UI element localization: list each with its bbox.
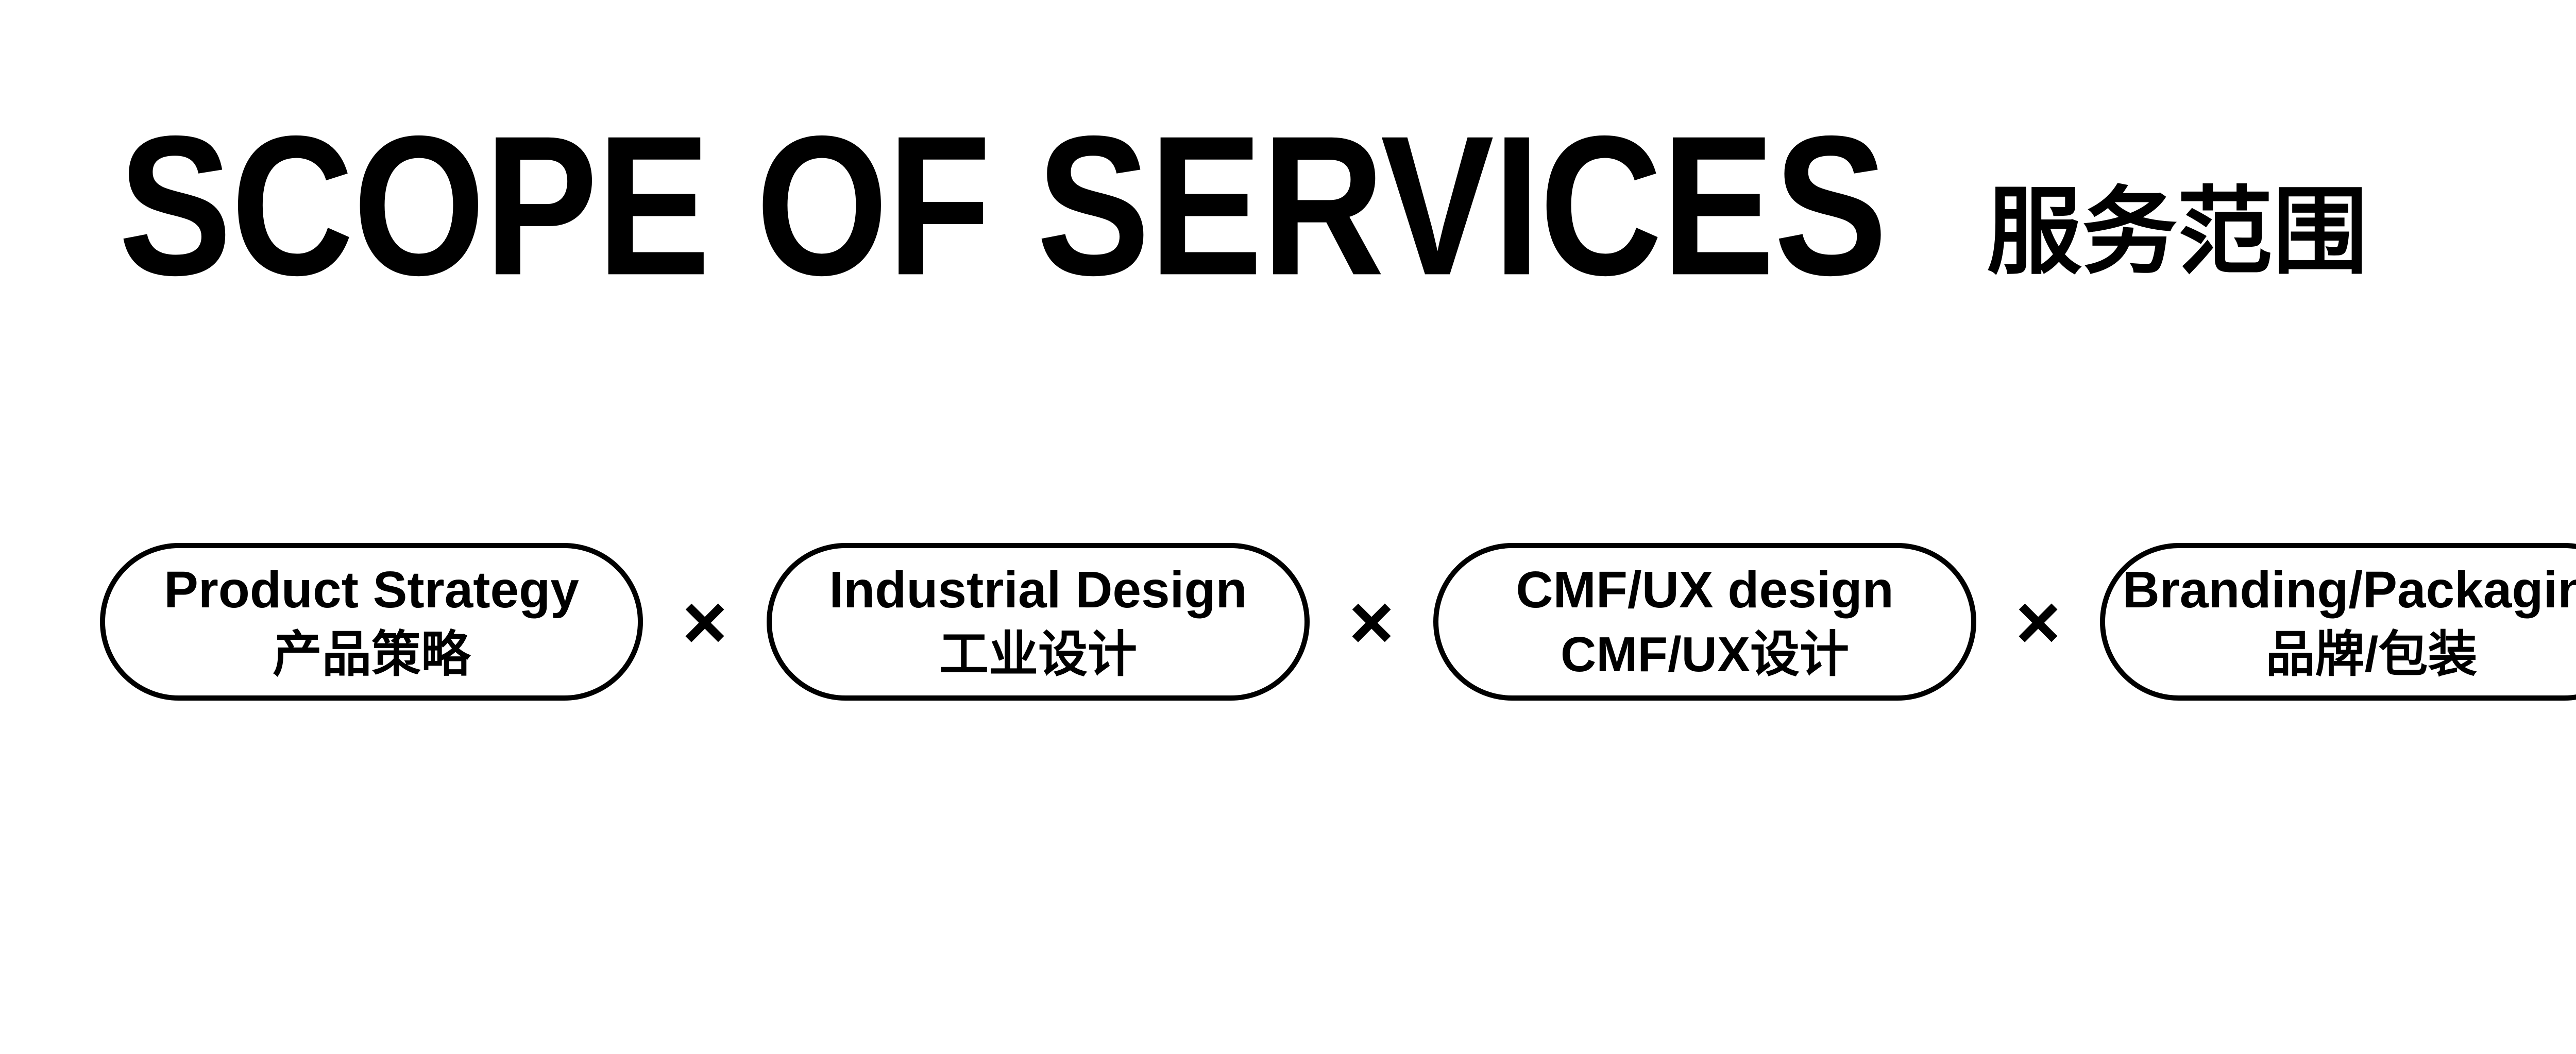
header: SCOPE OF SERVICES 服务范围 xyxy=(118,106,2576,322)
multiply-icon: × xyxy=(2015,579,2061,665)
page-title: SCOPE OF SERVICES xyxy=(118,94,1887,317)
service-label-zh: CMF/UX设计 xyxy=(1561,627,1849,683)
service-pill-branding-packaging: Branding/Packaging 品牌/包装 xyxy=(2100,543,2576,701)
page-title-zh: 服务范围 xyxy=(1987,179,2368,285)
service-pill-cmf-ux-design: CMF/UX design CMF/UX设计 xyxy=(1433,543,1976,701)
service-pill-industrial-design: Industrial Design 工业设计 xyxy=(767,543,1310,701)
multiply-icon: × xyxy=(682,579,727,665)
service-label-zh: 品牌/包装 xyxy=(2265,627,2478,683)
service-label-zh: 产品策略 xyxy=(273,627,470,683)
service-label-en: Industrial Design xyxy=(829,561,1247,619)
service-label-en: Branding/Packaging xyxy=(2122,561,2576,619)
services-row: Product Strategy 产品策略 × Industrial Desig… xyxy=(100,543,2576,701)
service-label-zh: 工业设计 xyxy=(939,627,1137,683)
multiply-icon: × xyxy=(1349,579,1394,665)
service-label-en: Product Strategy xyxy=(164,561,579,619)
service-label-en: CMF/UX design xyxy=(1516,561,1894,619)
service-pill-product-strategy: Product Strategy 产品策略 xyxy=(100,543,643,701)
